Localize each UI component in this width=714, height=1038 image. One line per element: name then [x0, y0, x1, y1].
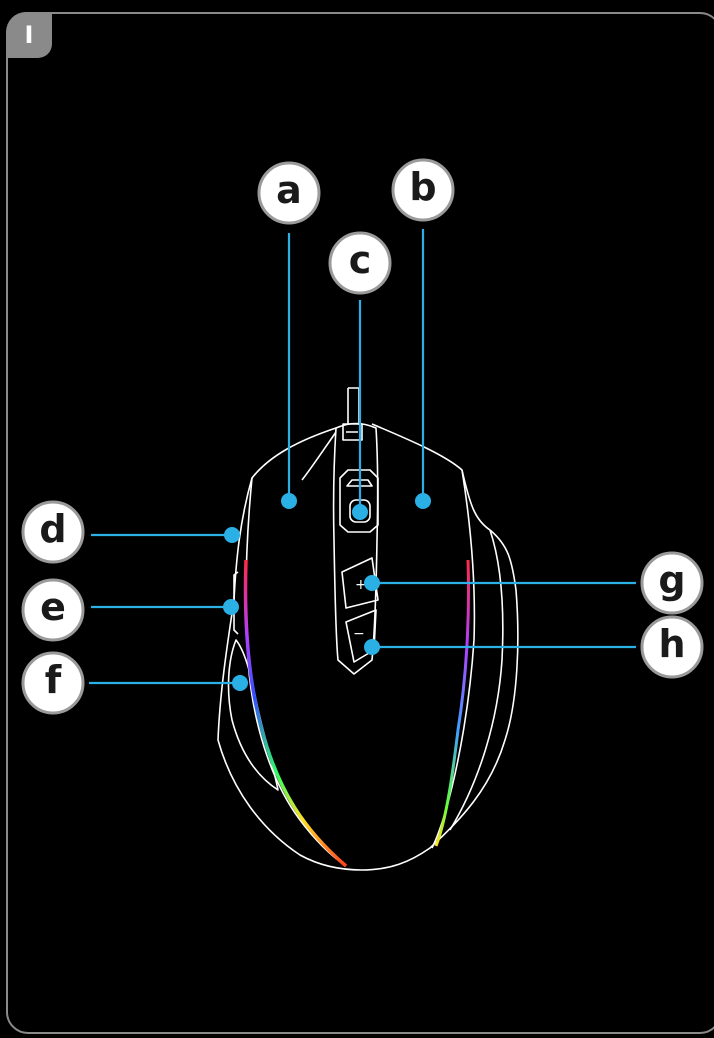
dot-c: [352, 504, 368, 520]
mouse-cable: [347, 387, 360, 425]
callout-label-a: a: [276, 168, 302, 212]
leader-lines: [89, 229, 636, 685]
callout-a: [257, 161, 321, 225]
dot-b: [415, 493, 431, 509]
callout-circles: [21, 158, 704, 715]
callout-b: [391, 158, 455, 222]
callout-label-d: d: [39, 507, 66, 551]
mouse-outline: [217, 387, 519, 871]
callout-f: [21, 651, 85, 715]
dot-d: [224, 527, 240, 543]
section-tab: [6, 12, 52, 58]
callout-label-e: e: [40, 585, 66, 629]
callout-e: [21, 578, 85, 642]
callout-c: [328, 231, 392, 295]
callout-d: [21, 500, 85, 564]
rgb-strip-right: [434, 559, 470, 847]
dpi-plus-symbol: +: [355, 577, 367, 593]
dot-a: [281, 493, 297, 509]
callout-label-c: c: [349, 238, 372, 282]
callout-label-b: b: [409, 165, 436, 209]
leader-dots: [223, 493, 431, 691]
callout-h: [640, 615, 704, 679]
dot-f: [232, 675, 248, 691]
scroll-wheel-housing: [339, 469, 379, 533]
dot-g: [364, 575, 380, 591]
callout-g: [640, 551, 704, 615]
dpi-plus-button-shape: [341, 557, 379, 609]
dot-h: [364, 639, 380, 655]
section-tab-label: I: [24, 21, 34, 49]
page-frame: [6, 12, 714, 1034]
callout-label-h: h: [658, 622, 685, 666]
dot-e: [223, 599, 239, 615]
callout-label-g: g: [658, 558, 685, 602]
mouse-shell: [217, 423, 519, 871]
dpi-minus-symbol: −: [353, 626, 365, 642]
left-button-edge: [301, 431, 337, 481]
callout-labels: a b c d e f g h: [39, 165, 685, 702]
rgb-strip-left: [243, 559, 348, 868]
callout-label-f: f: [45, 658, 62, 702]
